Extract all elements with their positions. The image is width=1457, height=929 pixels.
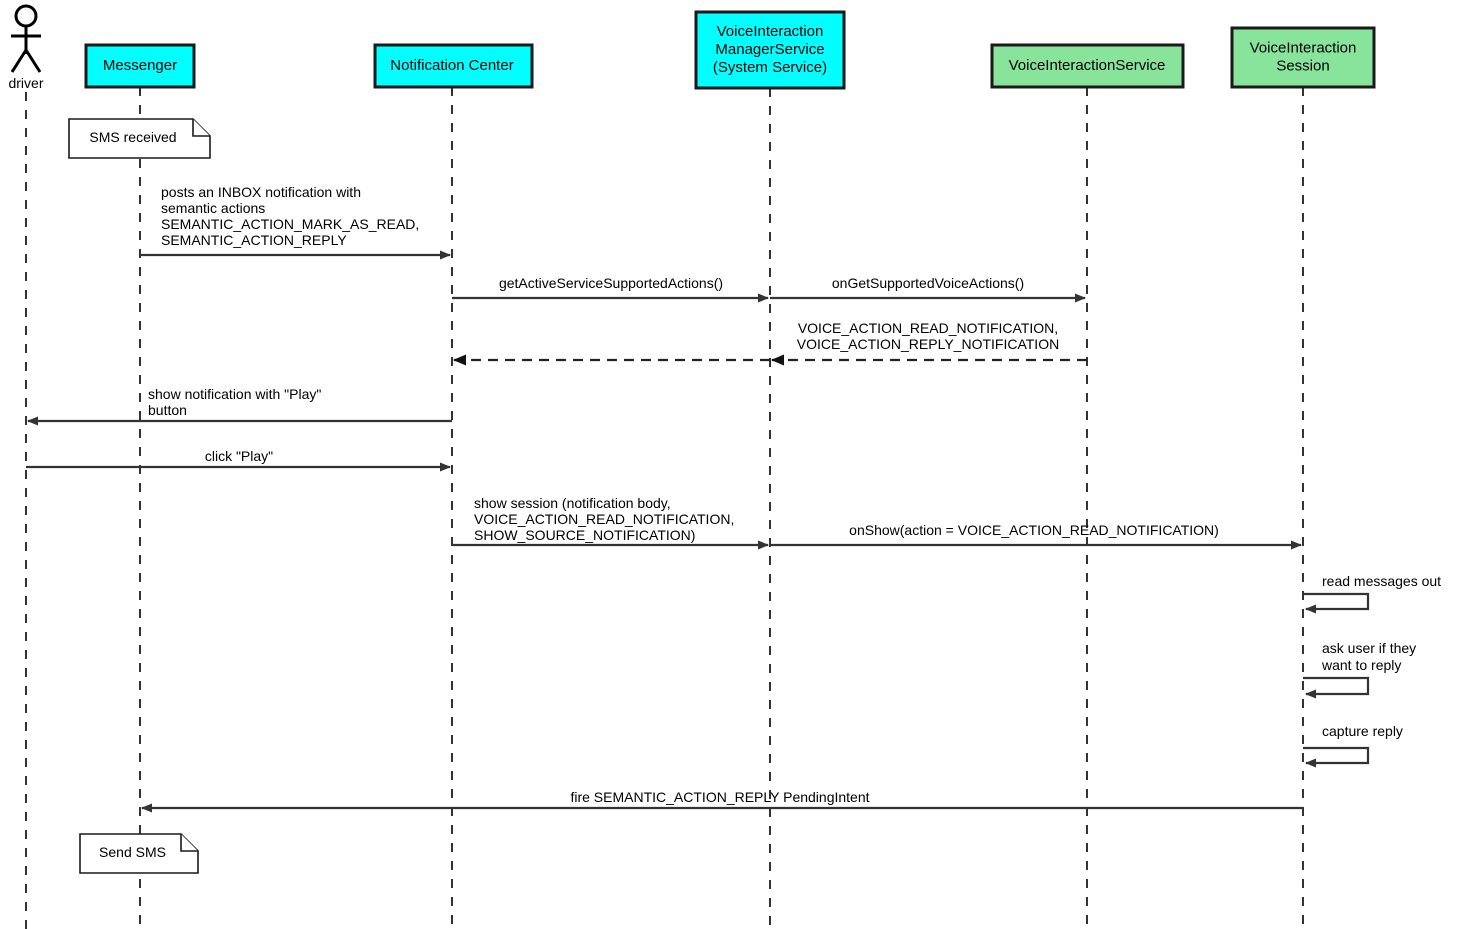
self-message-label: ask user if they — [1322, 640, 1416, 656]
message-label: fire SEMANTIC_ACTION_REPLY PendingIntent — [570, 789, 869, 805]
participant-box — [990, 43, 1185, 89]
note-fold-corner-icon — [180, 834, 198, 852]
message-label: SEMANTIC_ACTION_REPLY — [161, 232, 347, 248]
self-message-label: want to reply — [1321, 657, 1401, 673]
participant-box — [694, 10, 846, 90]
participant-label: Session — [1276, 57, 1329, 74]
participant-label: ManagerService — [715, 41, 824, 58]
actor-driver[interactable]: driver — [8, 4, 44, 91]
actor-body-icon — [10, 26, 42, 73]
message-msg-on-show: onShow(action = VOICE_ACTION_READ_NOTIFI… — [770, 522, 1302, 550]
message-label: SHOW_SOURCE_NOTIFICATION) — [474, 527, 695, 543]
self-message-arrow — [1303, 676, 1370, 699]
participant-label: VoiceInteractionService — [1009, 57, 1166, 74]
note-body — [79, 833, 199, 874]
participant-messenger[interactable]: Messenger — [84, 43, 196, 89]
note-send-sms: Send SMS — [79, 833, 199, 874]
self-message-arrow — [1303, 746, 1370, 768]
message-label: onShow(action = VOICE_ACTION_READ_NOTIFI… — [849, 522, 1219, 538]
message-msg-show-session: show session (notification body,VOICE_AC… — [452, 495, 769, 550]
message-msg-post-inbox-notification: posts an INBOX notification withsemantic… — [140, 184, 451, 260]
message-msg-show-notification-play: show notification with "Play"button — [27, 386, 452, 426]
note-fold-corner-icon — [192, 119, 210, 137]
self-message-label: read messages out — [1322, 573, 1441, 589]
messages-group: posts an INBOX notification withsemantic… — [26, 184, 1303, 813]
message-label: onGetSupportedVoiceActions() — [832, 275, 1024, 291]
message-msg-return-supported-actions: VOICE_ACTION_READ_NOTIFICATION,VOICE_ACT… — [771, 320, 1087, 366]
message-label: show notification with "Play" — [148, 386, 321, 402]
note-sms-received: SMS received — [68, 118, 211, 159]
message-label: click "Play" — [205, 448, 273, 464]
message-label: SEMANTIC_ACTION_MARK_AS_READ, — [161, 216, 419, 232]
message-msg-on-get-supported-voice-actions: onGetSupportedVoiceActions() — [770, 275, 1086, 303]
lifelines-group — [25, 87, 1304, 929]
message-label: VOICE_ACTION_READ_NOTIFICATION, — [798, 320, 1058, 336]
participant-voiceinteraction-service[interactable]: VoiceInteractionService — [990, 43, 1185, 89]
self-message-arrow — [1303, 592, 1370, 614]
note-label: Send SMS — [99, 844, 166, 860]
participant-label: Notification Center — [390, 57, 513, 74]
message-label: VOICE_ACTION_READ_NOTIFICATION, — [474, 511, 734, 527]
participant-box — [1230, 26, 1376, 89]
message-msg-click-play: click "Play" — [26, 448, 451, 472]
message-label: semantic actions — [161, 200, 265, 216]
self-message-label: capture reply — [1322, 723, 1403, 739]
message-label: getActiveServiceSupportedActions() — [499, 275, 723, 291]
actor-label: driver — [8, 75, 43, 91]
actor-group: driver — [8, 4, 44, 91]
participant-label: (System Service) — [713, 59, 827, 76]
participant-label: Messenger — [103, 57, 177, 74]
actor-head-icon — [14, 4, 38, 28]
message-label: VOICE_ACTION_REPLY_NOTIFICATION — [797, 336, 1059, 352]
participants-group: Messenger Notification Center VoiceInterac… — [84, 10, 1376, 90]
participant-label: VoiceInteraction — [717, 23, 824, 40]
participant-label: VoiceInteraction — [1250, 39, 1357, 56]
message-label: button — [148, 402, 187, 418]
self-message-self-read-messages-out: read messages out — [1303, 573, 1441, 614]
note-label: SMS received — [89, 129, 176, 145]
self-message-self-capture-reply: capture reply — [1303, 723, 1403, 768]
message-msg-get-active-service-supported-actions: getActiveServiceSupportedActions() — [452, 275, 769, 303]
message-msg-fire-semantic-action-reply: fire SEMANTIC_ACTION_REPLY PendingIntent — [141, 789, 1303, 813]
participant-box — [84, 43, 196, 89]
note-body — [68, 118, 211, 159]
participant-box — [373, 43, 534, 89]
message-label: show session (notification body, — [474, 495, 671, 511]
participant-notification-center[interactable]: Notification Center — [373, 43, 534, 89]
message-label: posts an INBOX notification with — [161, 184, 361, 200]
